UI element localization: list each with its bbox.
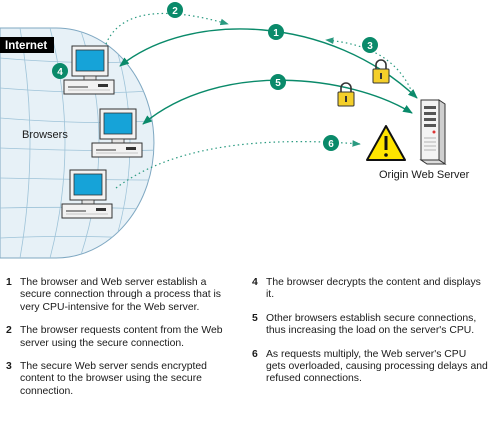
- step-number: 4: [252, 277, 258, 288]
- step-marker-6: 6: [323, 135, 339, 151]
- step-number: 6: [252, 348, 258, 360]
- browser-computer-1: [63, 45, 115, 95]
- step-description: The browser requests content from the We…: [20, 325, 223, 349]
- internet-label: Internet: [5, 40, 47, 52]
- server-label: Origin Web Server: [379, 169, 470, 181]
- svg-text:5: 5: [275, 78, 281, 89]
- step-item-3: 3 The secure Web server sends encrypted …: [6, 361, 238, 398]
- step-description: The browser and Web server establish a s…: [20, 277, 222, 313]
- steps-left-column: 1 The browser and Web server establish a…: [6, 277, 238, 409]
- step-number: 5: [252, 312, 258, 324]
- steps-right-column: 4 The browser decrypts the content and d…: [252, 277, 488, 397]
- svg-text:6: 6: [328, 139, 334, 150]
- step-marker-5: 5: [270, 74, 286, 90]
- step-description: The secure Web server sends encrypted co…: [20, 361, 207, 397]
- browser-computer-3: [61, 169, 113, 219]
- step-number: 1: [6, 277, 12, 288]
- step-marker-3: 3: [362, 37, 378, 53]
- step-number: 2: [6, 325, 12, 337]
- lock-icon: [337, 82, 355, 107]
- step-number: 3: [6, 361, 12, 373]
- lock-icon: [372, 59, 390, 84]
- arrow-2-request: [105, 12, 229, 45]
- internet-tag: Internet: [0, 37, 54, 53]
- ssl-diagram: Internet Browsers: [0, 2, 470, 259]
- step-description: The browser decrypts the content and dis…: [266, 277, 481, 301]
- step-marker-2: 2: [167, 2, 183, 18]
- step-marker-4: 4: [52, 63, 68, 79]
- step-item-1: 1 The browser and Web server establish a…: [6, 277, 238, 314]
- step-item-4: 4 The browser decrypts the content and d…: [252, 277, 488, 302]
- browser-computer-2: [91, 108, 143, 158]
- svg-text:4: 4: [57, 67, 63, 78]
- warning-icon: [366, 125, 406, 161]
- step-description: Other browsers establish secure connecti…: [266, 312, 477, 337]
- browsers-label: Browsers: [22, 129, 68, 141]
- origin-web-server: [419, 99, 447, 165]
- step-item-6: 6 As requests multiply, the Web server's…: [252, 349, 488, 386]
- svg-text:2: 2: [172, 6, 178, 17]
- svg-text:3: 3: [367, 41, 373, 52]
- step-description: As requests multiply, the Web server's C…: [266, 348, 488, 385]
- svg-text:1: 1: [273, 28, 279, 39]
- step-item-2: 2 The browser requests content from the …: [6, 325, 238, 350]
- step-item-5: 5 Other browsers establish secure connec…: [252, 313, 488, 338]
- step-marker-1: 1: [268, 24, 284, 40]
- globe-hemisphere: [0, 27, 155, 259]
